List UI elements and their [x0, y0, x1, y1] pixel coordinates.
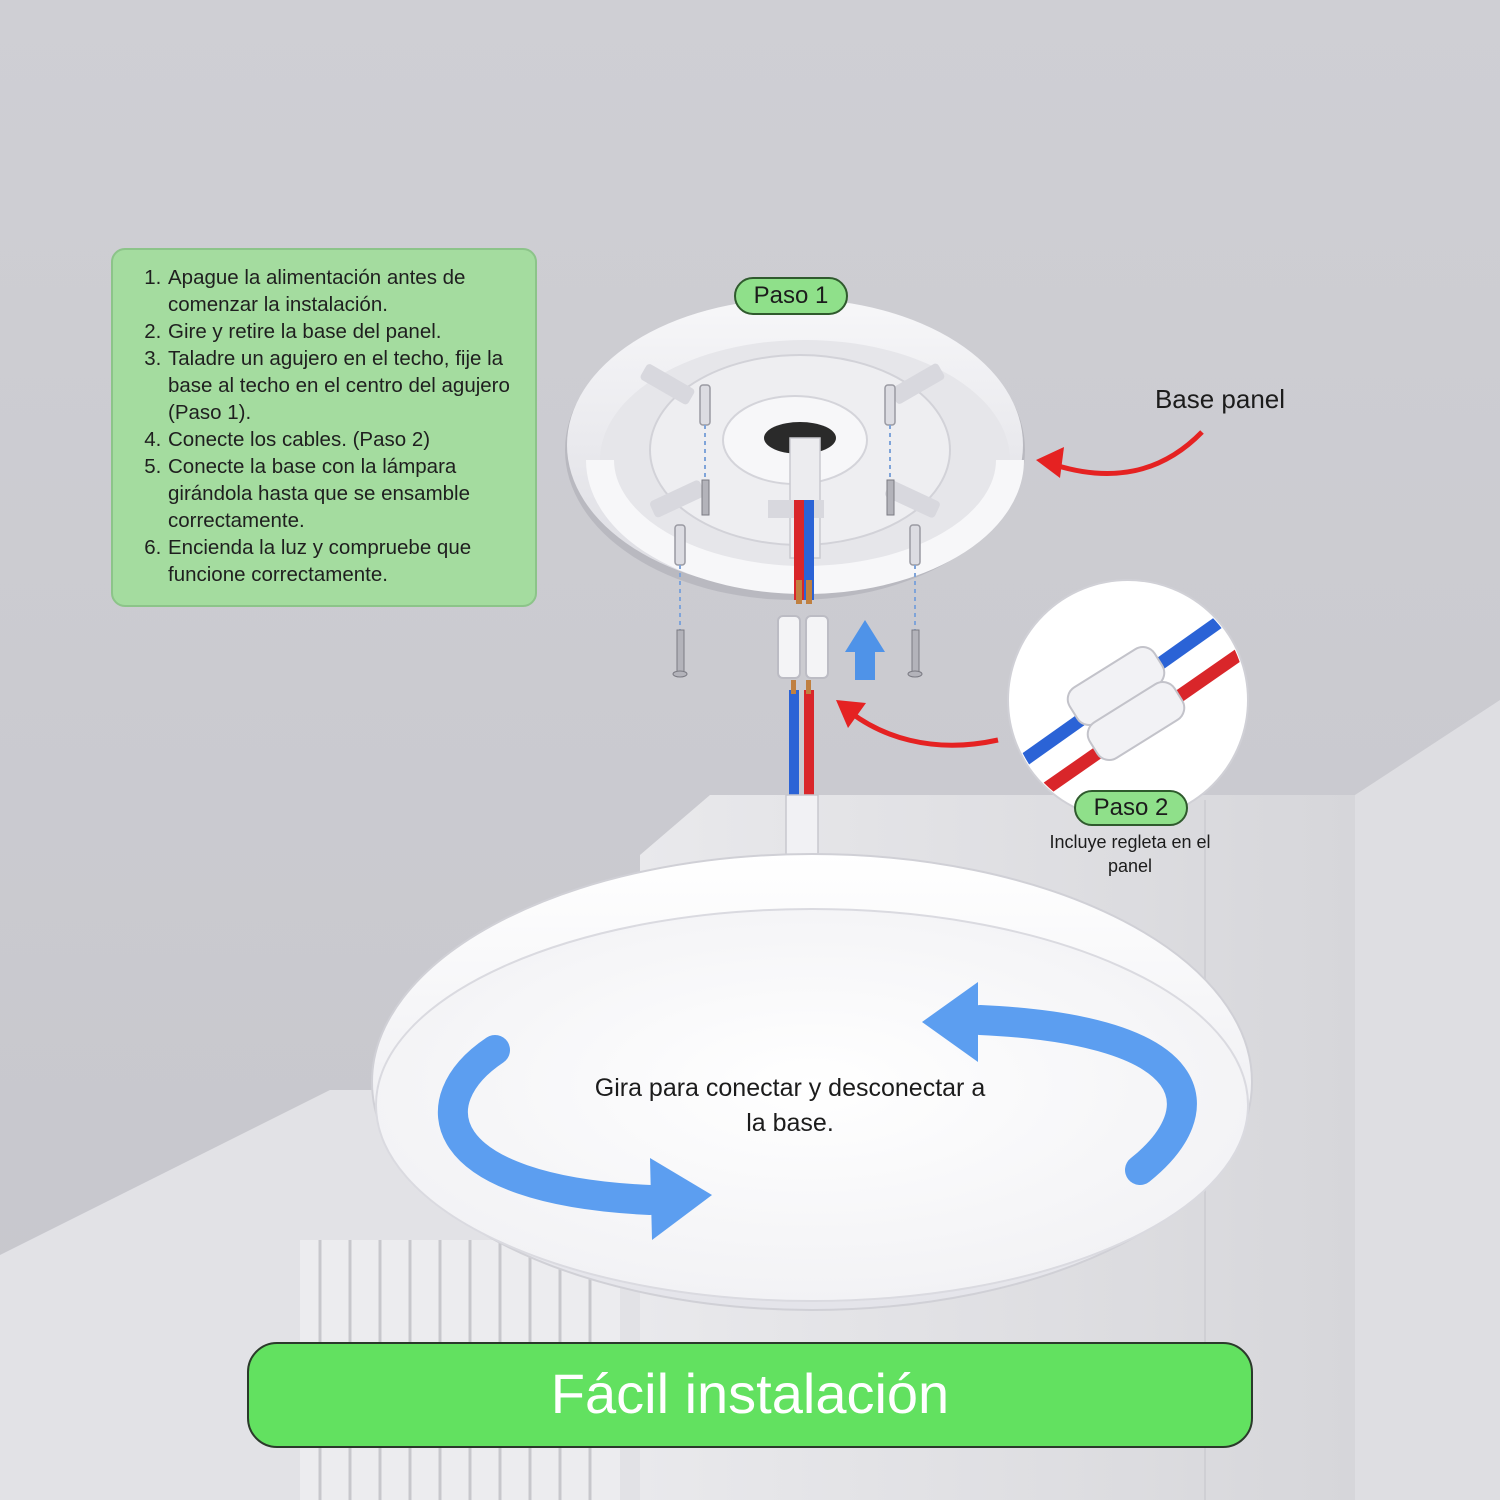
- wall-right: [1355, 700, 1500, 1500]
- connector-closeup: [1007, 579, 1249, 821]
- screws: [672, 479, 923, 678]
- up-arrow: [845, 620, 885, 680]
- instruction-item: Encienda la luz y compruebe que funcione…: [167, 534, 521, 588]
- title-banner: Fácil instalación: [247, 1342, 1253, 1448]
- terminal-connector: [777, 615, 829, 679]
- dashed-guides: [679, 425, 916, 630]
- instructions-panel: Apague la alimentación antes de comenzar…: [111, 248, 537, 607]
- lamp-wires: [785, 680, 819, 856]
- instruction-item: Conecte la base con la lámpara girándola…: [167, 453, 521, 534]
- instruction-item: Gire y retire la base del panel.: [167, 318, 521, 345]
- ceiling-wires: [794, 500, 814, 604]
- pointer-arrows: [836, 430, 1204, 748]
- step-1-badge: Paso 1: [734, 277, 848, 315]
- instruction-item: Conecte los cables. (Paso 2): [167, 426, 521, 453]
- rotate-arrow-right: [922, 982, 1197, 1185]
- rotate-arrow-left: [437, 1035, 712, 1240]
- rotate-instruction: Gira para conectar y desconectar a la ba…: [594, 1074, 986, 1137]
- step-2-note: Incluye regleta en el panel: [1049, 832, 1211, 876]
- instruction-item: Apague la alimentación antes de comenzar…: [167, 264, 521, 318]
- instructions-list: Apague la alimentación antes de comenzar…: [127, 264, 521, 588]
- base-panel-label: Base panel: [1154, 384, 1286, 414]
- instruction-item: Taladre un agujero en el techo, fije la …: [167, 345, 521, 426]
- step-2-badge: Paso 2: [1074, 790, 1188, 826]
